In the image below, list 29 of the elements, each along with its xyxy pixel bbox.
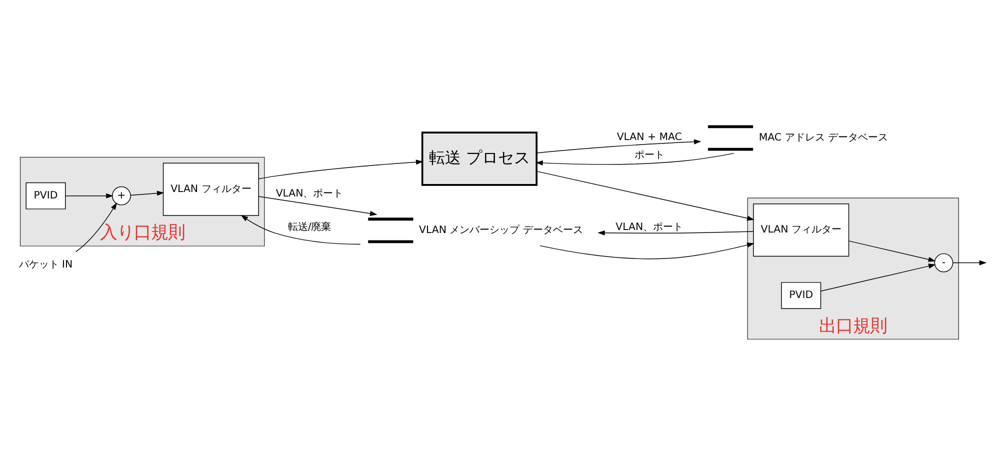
node-text: MAC アドレス データベース xyxy=(758,132,888,144)
arrow xyxy=(539,242,754,260)
node-circle: - xyxy=(934,253,953,272)
node-box: PVID xyxy=(25,182,66,210)
node-circle: + xyxy=(111,186,130,206)
arrow xyxy=(820,264,936,292)
arrow xyxy=(74,202,116,252)
edge-label: 転送/廃棄 xyxy=(287,222,331,234)
node-box: VLAN フィルター xyxy=(752,203,849,257)
node-text: パケット IN xyxy=(18,260,72,271)
arrow xyxy=(952,260,986,266)
arrow xyxy=(258,160,423,180)
arrow xyxy=(258,196,377,216)
node-box: PVID xyxy=(780,282,821,309)
arrow xyxy=(536,170,754,221)
edge-label: ポート xyxy=(634,150,664,162)
arrow xyxy=(64,193,113,198)
arrow xyxy=(240,214,360,245)
arrow xyxy=(536,139,701,154)
node-text: VLAN メンバーシップ データベース xyxy=(418,225,582,236)
arrow xyxy=(848,240,936,262)
arrow xyxy=(597,230,754,236)
node-box: VLAN フィルター xyxy=(162,162,258,216)
node-box: 転送 プロセス xyxy=(420,132,537,186)
arrow xyxy=(535,152,734,166)
edge-label: VLAN、ポート xyxy=(615,222,683,234)
edge-label: VLAN + MAC xyxy=(616,132,682,143)
arrow xyxy=(130,190,164,196)
edge-label: VLAN、ポート xyxy=(275,188,343,200)
